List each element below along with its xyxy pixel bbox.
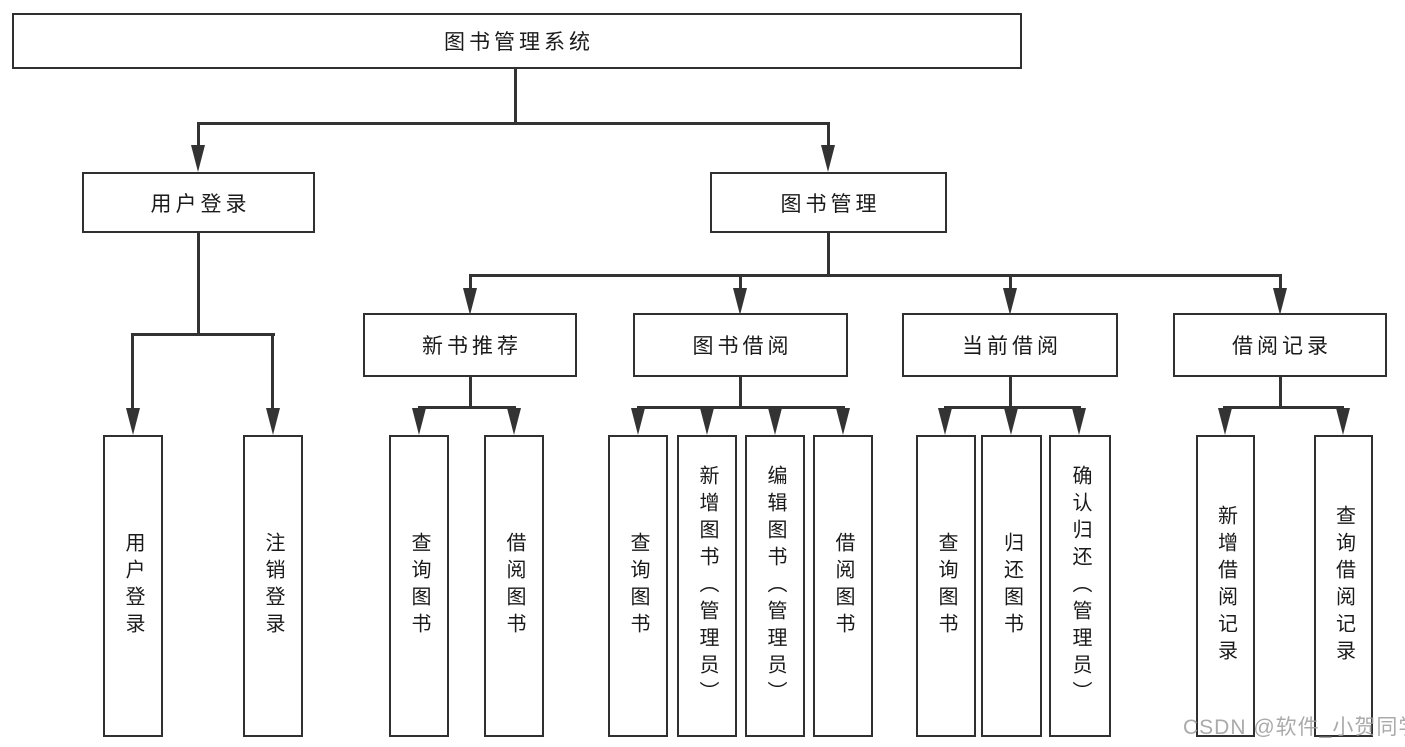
down-arrowhead-icon [938,408,952,435]
leaf-label: 新增图书（管理员） [696,464,718,708]
connector-borrowing-records-stem [1279,377,1282,409]
leaf-records-query-borrow-record: 查询借阅记录 [1314,435,1373,737]
leaf-label: 用户登录 [122,532,144,640]
down-arrowhead-icon [631,408,645,435]
node-label: 新书推荐 [422,335,522,358]
leaf-label: 确认归还（管理员） [1069,464,1091,708]
leaf-label: 归还图书 [1000,532,1023,640]
connector-stub-book-borrowing [739,274,742,292]
down-arrowhead-icon [507,408,521,435]
leaf-user-login: 用户登录 [103,435,163,737]
down-arrowhead-icon [191,145,205,172]
connector-stub-leaf-login [131,333,134,410]
node-current-borrowing: 当前借阅 [902,313,1118,377]
down-arrowhead-icon [463,288,477,315]
connector-new-books-rail [418,406,516,409]
leaf-new-books-query-books: 查询图书 [389,435,449,737]
connector-new-books-stem [469,377,472,409]
node-book-management: 图书管理 [710,172,947,233]
connector-current-borrowing-stem [1009,377,1012,409]
node-user-login: 用户登录 [82,172,315,233]
leaf-label: 借阅图书 [503,532,525,640]
down-arrowhead-icon [126,408,140,435]
down-arrowhead-icon [412,408,426,435]
connector-stub-leaf-logout [271,333,274,410]
node-borrowing-records: 借阅记录 [1173,313,1387,377]
down-arrowhead-icon [768,408,782,435]
connector-user-login-stem [197,233,200,336]
leaf-label: 查询图书 [408,532,430,640]
node-label: 借阅记录 [1232,335,1332,358]
connector-stub-borrowing-records [1279,274,1282,292]
node-library-management-system: 图书管理系统 [12,13,1022,69]
node-book-borrowing: 图书借阅 [633,313,848,377]
leaf-label: 查询图书 [935,532,957,640]
leaf-label: 查询借阅记录 [1332,505,1355,667]
leaf-current-query-books: 查询图书 [916,435,976,737]
leaf-new-books-borrow-books: 借阅图书 [484,435,544,737]
connector-current-borrowing-rail [944,406,1081,409]
connector-root-stem [514,68,517,124]
leaf-logout: 注销登录 [243,435,303,737]
connector-borrowing-records-rail [1223,406,1344,409]
leaf-borrowing-add-books-admin: 新增图书（管理员） [677,435,737,737]
leaf-label: 编辑图书（管理员） [764,464,786,708]
node-label: 用户登录 [150,192,251,216]
leaf-borrowing-edit-books-admin: 编辑图书（管理员） [745,435,805,737]
connector-stub-current-borrowing [1009,274,1012,292]
down-arrowhead-icon [821,145,835,172]
down-arrowhead-icon [1218,408,1232,435]
down-arrowhead-icon [1003,288,1017,315]
node-label: 图书借阅 [692,335,793,358]
connector-level3-rail [469,274,1282,277]
leaf-current-confirm-return-admin: 确认归还（管理员） [1049,435,1111,737]
node-label: 当前借阅 [962,335,1062,358]
connector-book-borrowing-rail [637,406,845,409]
leaf-label: 新增借阅记录 [1214,505,1237,667]
connector-user-login-rail [132,333,275,336]
down-arrowhead-icon [1004,408,1018,435]
down-arrowhead-icon [266,408,280,435]
leaf-label: 注销登录 [262,532,284,640]
down-arrowhead-icon [836,408,850,435]
node-label: 图书管理系统 [444,31,594,54]
leaf-records-add-borrow-record: 新增借阅记录 [1196,435,1255,737]
connector-stub-book-management [827,122,830,150]
leaf-label: 查询图书 [627,532,649,640]
down-arrowhead-icon [1336,408,1350,435]
node-label: 图书管理 [780,192,881,216]
leaf-borrowing-borrow-books: 借阅图书 [813,435,873,737]
csdn-watermark: CSDN @软件_小贺同学 [1183,716,1405,739]
connector-book-management-stem [827,233,830,277]
connector-stub-user-login [197,122,200,150]
down-arrowhead-icon [700,408,714,435]
node-new-book-recommendation: 新书推荐 [363,313,577,377]
leaf-label: 借阅图书 [832,532,854,640]
down-arrowhead-icon [1273,288,1287,315]
connector-book-borrowing-stem [739,377,742,409]
leaf-borrowing-query-books: 查询图书 [608,435,668,737]
down-arrowhead-icon [1072,408,1086,435]
down-arrowhead-icon [733,288,747,315]
leaf-current-return-books: 归还图书 [981,435,1042,737]
connector-stub-new-books [469,274,472,292]
connector-level2-rail [197,122,830,125]
